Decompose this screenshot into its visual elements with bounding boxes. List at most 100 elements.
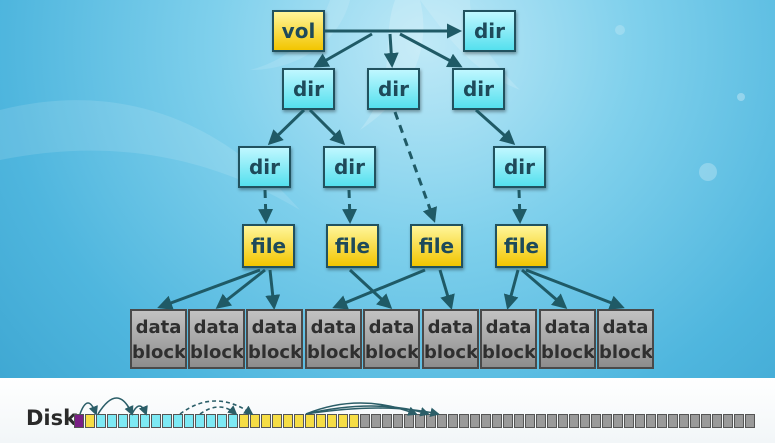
- disk-cell-22: [305, 414, 315, 428]
- data-block-line1: data: [193, 317, 240, 338]
- file-node-2: file: [326, 224, 379, 268]
- disk-cell-26: [349, 414, 359, 428]
- disk-cell-36: [459, 414, 469, 428]
- disk-cell-56: [679, 414, 689, 428]
- disk-label: Disk: [26, 406, 78, 430]
- disk-cell-15: [228, 414, 238, 428]
- disk-cell-27: [360, 414, 370, 428]
- disk-cell-8: [151, 414, 161, 428]
- data-block-7: data block: [480, 309, 537, 369]
- disk-cell-39: [492, 414, 502, 428]
- disk-strip: [0, 378, 775, 443]
- disk-cell-46: [569, 414, 579, 428]
- disk-cell-38: [481, 414, 491, 428]
- disk-cell-32: [415, 414, 425, 428]
- data-block-line2: block: [424, 342, 479, 363]
- disk-cell-57: [690, 414, 700, 428]
- disk-cell-6: [129, 414, 139, 428]
- disk-cell-14: [217, 414, 227, 428]
- disk-cell-12: [195, 414, 205, 428]
- data-block-6: data block: [422, 309, 479, 369]
- disk-cell-52: [635, 414, 645, 428]
- disk-cell-50: [613, 414, 623, 428]
- disk-cell-54: [657, 414, 667, 428]
- dir-node-level2-c: dir: [493, 146, 546, 188]
- disk-cell-17: [250, 414, 260, 428]
- disk-cell-28: [371, 414, 381, 428]
- dir-node-level1-left: dir: [282, 68, 335, 110]
- data-block-line1: data: [310, 317, 357, 338]
- disk-cell-30: [393, 414, 403, 428]
- disk-cell-40: [503, 414, 513, 428]
- disk-cell-37: [470, 414, 480, 428]
- data-block-line2: block: [599, 342, 654, 363]
- volume-node: vol: [272, 10, 325, 52]
- file-node-1: file: [242, 224, 295, 268]
- data-block-2: data block: [188, 309, 245, 369]
- data-block-line1: data: [602, 317, 649, 338]
- data-block-line2: block: [132, 342, 187, 363]
- file-node-4: file: [495, 224, 548, 268]
- disk-cell-61: [734, 414, 744, 428]
- data-block-line2: block: [541, 342, 596, 363]
- disk-cell-35: [448, 414, 458, 428]
- data-block-3: data block: [246, 309, 303, 369]
- disk-cell-29: [382, 414, 392, 428]
- data-block-line2: block: [307, 342, 362, 363]
- data-block-line1: data: [135, 317, 182, 338]
- disk-cell-10: [173, 414, 183, 428]
- disk-cell-51: [624, 414, 634, 428]
- disk-cell-62: [745, 414, 755, 428]
- data-block-line2: block: [248, 342, 303, 363]
- disk-cell-59: [712, 414, 722, 428]
- data-block-5: data block: [363, 309, 420, 369]
- disk-cell-5: [118, 414, 128, 428]
- disk-cell-47: [580, 414, 590, 428]
- data-block-line2: block: [482, 342, 537, 363]
- data-block-1: data block: [130, 309, 187, 369]
- disk-cell-60: [723, 414, 733, 428]
- disk-cell-58: [701, 414, 711, 428]
- disk-cell-53: [646, 414, 656, 428]
- data-block-line1: data: [368, 317, 415, 338]
- disk-cell-21: [294, 414, 304, 428]
- disk-cell-2: [85, 414, 95, 428]
- disk-cell-25: [338, 414, 348, 428]
- disk-cell-3: [96, 414, 106, 428]
- data-block-line1: data: [427, 317, 474, 338]
- disk-cell-9: [162, 414, 172, 428]
- disk-cell-45: [558, 414, 568, 428]
- disk-cell-33: [426, 414, 436, 428]
- disk-cells: [74, 414, 756, 431]
- data-block-line2: block: [190, 342, 245, 363]
- disk-cell-34: [437, 414, 447, 428]
- disk-cell-48: [591, 414, 601, 428]
- dir-node-level2-a: dir: [238, 146, 291, 188]
- disk-cell-24: [327, 414, 337, 428]
- data-block-line1: data: [544, 317, 591, 338]
- dir-node-root-right: dir: [463, 10, 516, 52]
- disk-cell-4: [107, 414, 117, 428]
- disk-cell-1: [74, 414, 84, 428]
- data-block-line1: data: [251, 317, 298, 338]
- file-node-3: file: [410, 224, 463, 268]
- disk-cell-7: [140, 414, 150, 428]
- disk-cell-23: [316, 414, 326, 428]
- disk-cell-49: [602, 414, 612, 428]
- disk-cell-16: [239, 414, 249, 428]
- disk-cell-31: [404, 414, 414, 428]
- disk-cell-18: [261, 414, 271, 428]
- disk-cell-55: [668, 414, 678, 428]
- data-block-8: data block: [539, 309, 596, 369]
- data-block-9: data block: [597, 309, 654, 369]
- disk-cell-41: [514, 414, 524, 428]
- disk-cell-20: [283, 414, 293, 428]
- disk-cell-42: [525, 414, 535, 428]
- disk-cell-43: [536, 414, 546, 428]
- dir-node-level2-b: dir: [323, 146, 376, 188]
- data-block-line1: data: [485, 317, 532, 338]
- dir-node-level1-middle: dir: [367, 68, 420, 110]
- disk-cell-19: [272, 414, 282, 428]
